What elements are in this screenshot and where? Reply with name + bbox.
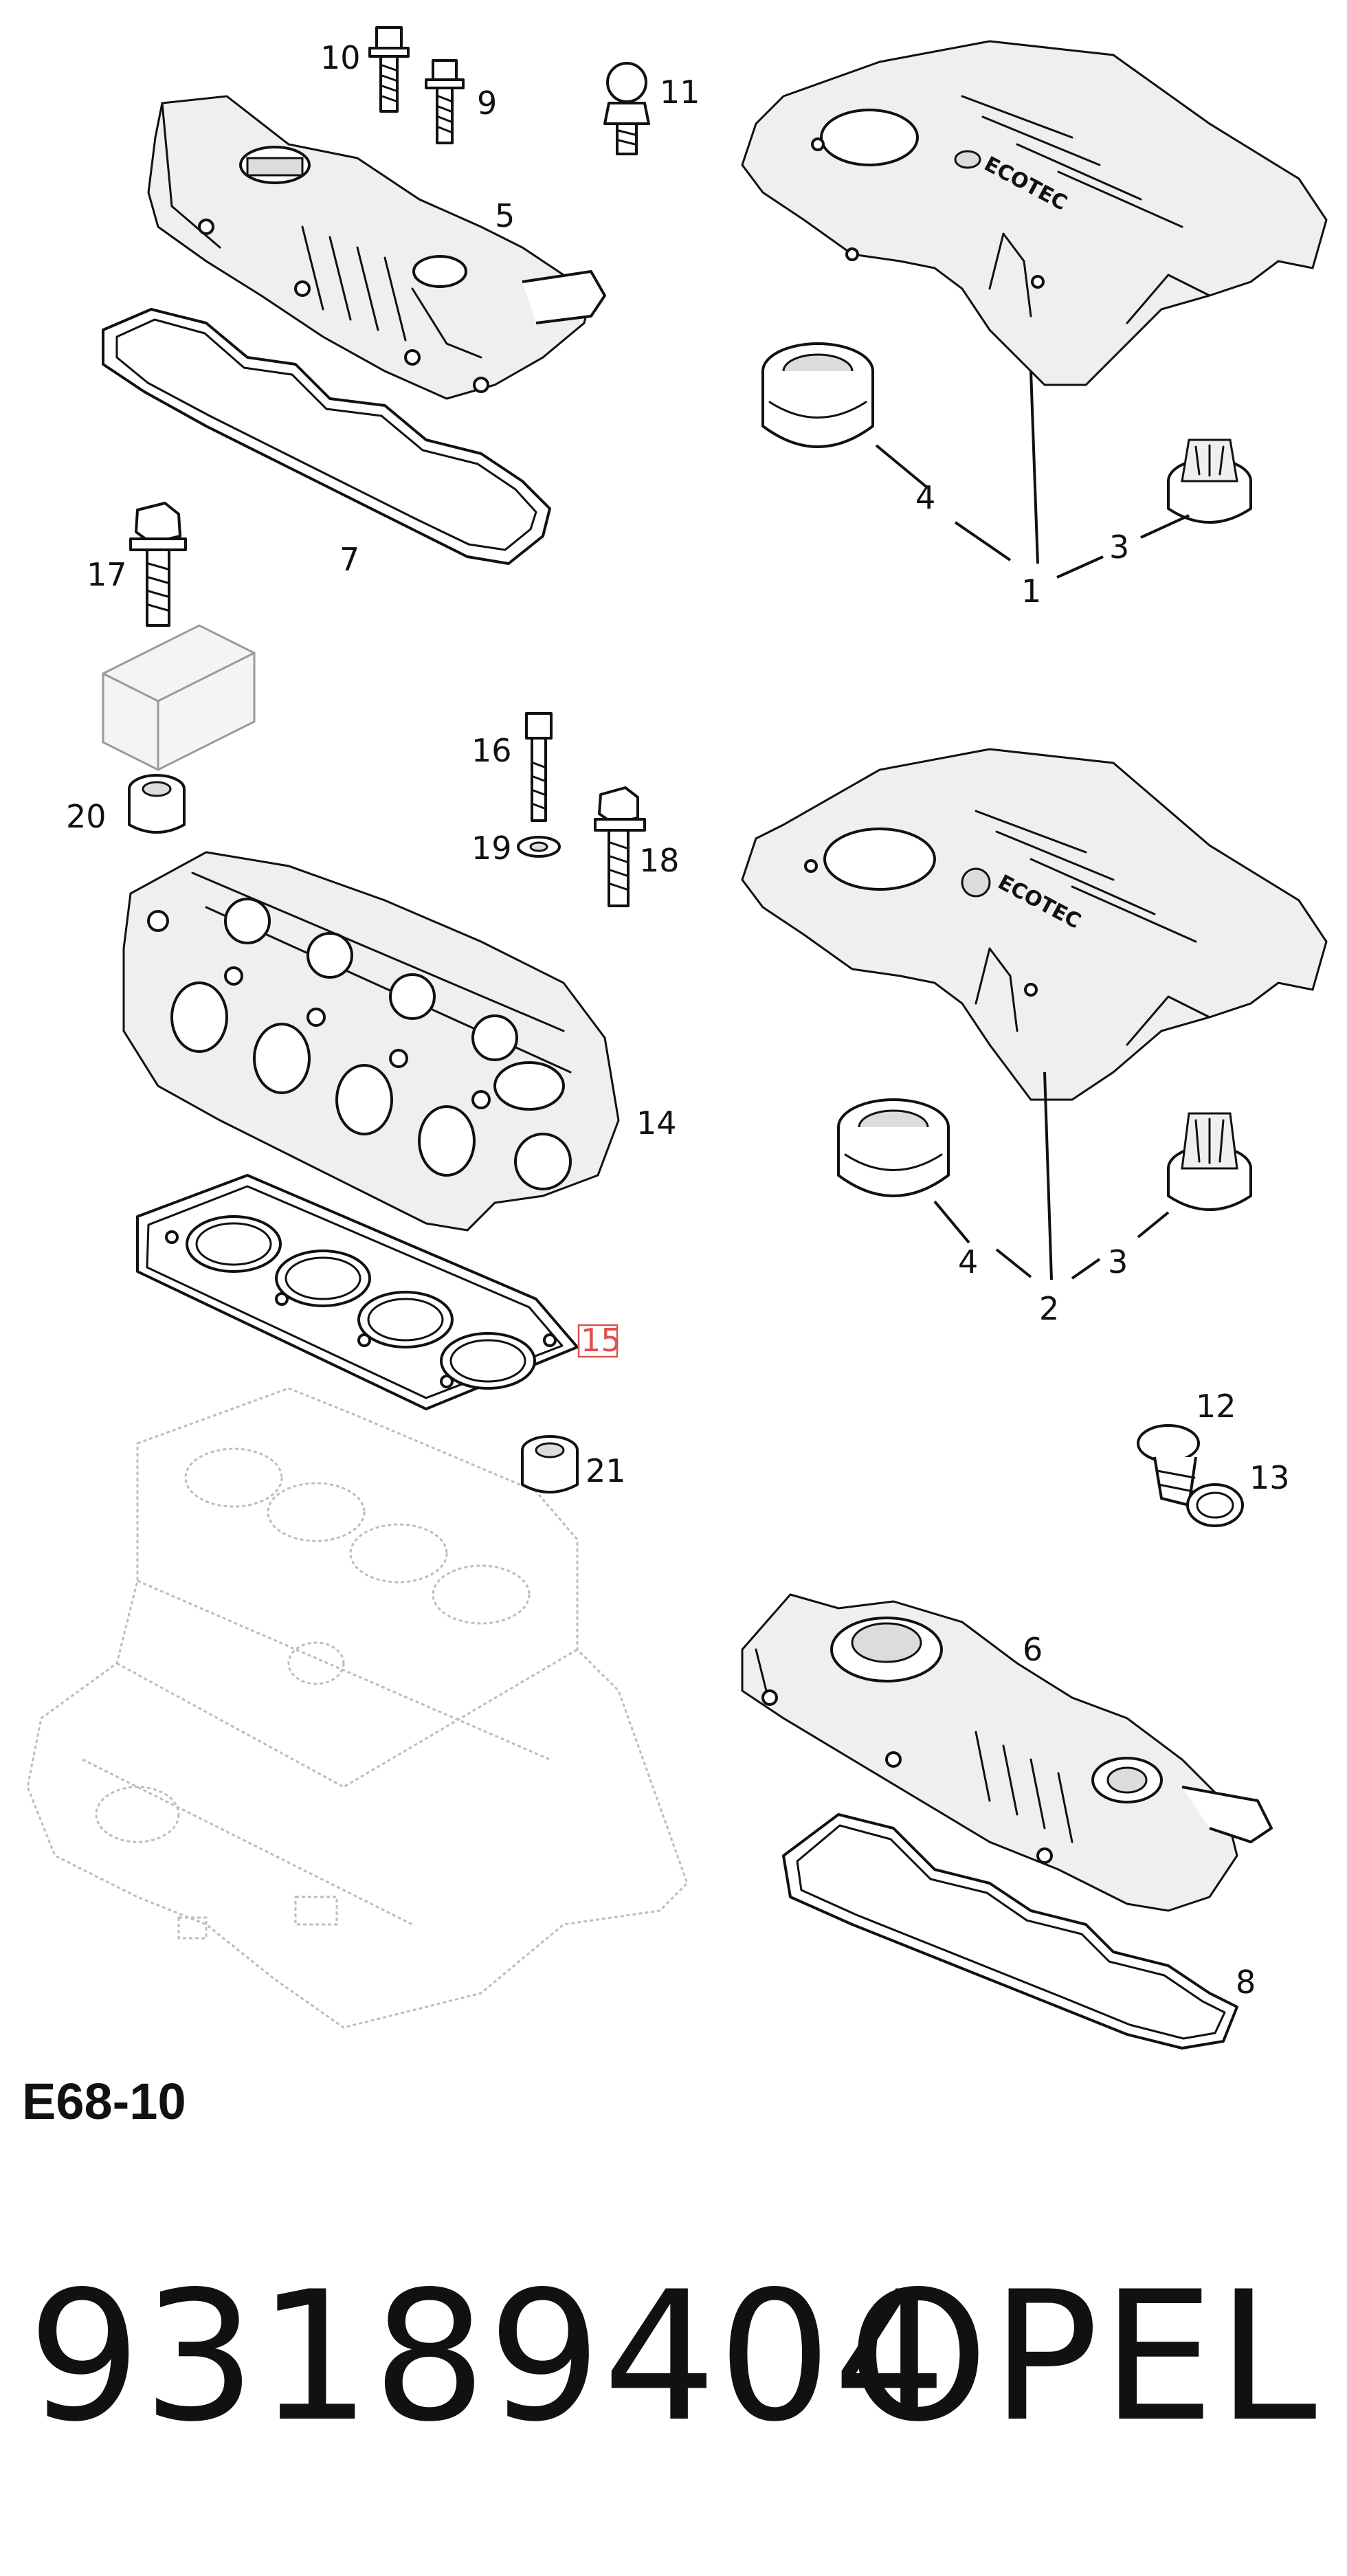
callout-11[interactable]: 11: [660, 74, 700, 111]
callout-16[interactable]: 16: [471, 732, 512, 769]
grommet-3-top[interactable]: [1167, 438, 1252, 524]
bolt-10[interactable]: [368, 26, 410, 113]
callout-3-top[interactable]: 3: [1109, 529, 1129, 566]
callout-20[interactable]: 20: [66, 798, 107, 835]
head-gasket-15[interactable]: [136, 1174, 579, 1410]
grommet-3-bottom[interactable]: [1167, 1112, 1252, 1211]
seal-ring-13[interactable]: [1186, 1483, 1244, 1527]
brand-name: OPEL: [847, 2254, 1320, 2461]
diagram-code: E68-10: [22, 2073, 186, 2130]
washer-19[interactable]: [517, 836, 561, 858]
callout-7[interactable]: 7: [339, 541, 359, 578]
callout-15[interactable]: 15: [581, 1322, 621, 1359]
spacer-block[interactable]: [102, 624, 256, 771]
valve-cover-6[interactable]: [741, 1593, 1273, 1912]
grommet-4-bottom[interactable]: [837, 1098, 950, 1197]
valve-cover-gasket-8[interactable]: [782, 1813, 1238, 2050]
valve-cover-5[interactable]: [147, 95, 606, 400]
callout-13[interactable]: 13: [1249, 1459, 1290, 1496]
callout-18[interactable]: 18: [639, 842, 680, 879]
callout-8[interactable]: 8: [1236, 1964, 1256, 2001]
callout-1[interactable]: 1: [1021, 573, 1041, 610]
callout-2[interactable]: 2: [1039, 1290, 1059, 1327]
engine-cover-1[interactable]: ECOTEC: [741, 40, 1328, 386]
bolt-17[interactable]: [129, 502, 187, 627]
callout-21[interactable]: 21: [586, 1452, 626, 1489]
callout-6[interactable]: 6: [1023, 1631, 1043, 1668]
sleeve-21[interactable]: [521, 1435, 579, 1494]
callout-12[interactable]: 12: [1196, 1388, 1236, 1425]
bolt-9[interactable]: [425, 59, 465, 144]
sleeve-20[interactable]: [128, 774, 186, 834]
engine-block-reference: [26, 1387, 689, 2029]
callout-3-bottom[interactable]: 3: [1108, 1243, 1128, 1280]
callout-4-top[interactable]: 4: [915, 479, 935, 516]
callout-10[interactable]: 10: [320, 39, 361, 76]
ball-stud-11[interactable]: [603, 62, 650, 155]
callout-14[interactable]: 14: [636, 1104, 677, 1142]
plug-12[interactable]: [1137, 1424, 1200, 1507]
bolt-16[interactable]: [525, 712, 553, 822]
valve-cover-gasket-7[interactable]: [102, 308, 551, 565]
callout-19[interactable]: 19: [471, 830, 512, 867]
callout-5[interactable]: 5: [495, 197, 515, 234]
highlight-box-15: [577, 1324, 619, 1358]
part-number: 93189404: [27, 2254, 948, 2461]
callout-17[interactable]: 17: [87, 556, 127, 593]
bolt-18[interactable]: [594, 786, 646, 907]
engine-cover-2[interactable]: ECOTEC: [741, 748, 1328, 1101]
grommet-4-top[interactable]: [761, 342, 874, 448]
callout-9[interactable]: 9: [477, 85, 497, 122]
callout-4-bottom[interactable]: 4: [958, 1243, 978, 1280]
cylinder-head-14[interactable]: [122, 851, 620, 1232]
